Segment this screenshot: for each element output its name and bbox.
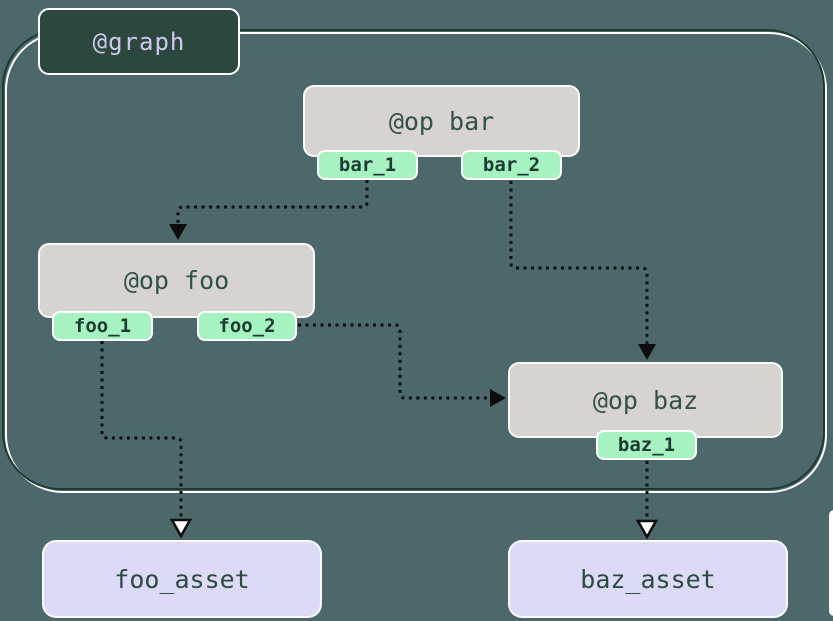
edge-foo1-to-foo-asset — [100, 341, 183, 520]
output-tag-foo-2[interactable]: foo_2 — [197, 311, 297, 341]
op-node-foo[interactable]: @op foo — [38, 243, 315, 318]
edge-foo2-to-baz — [298, 323, 490, 400]
output-tag-foo-1-label: foo_1 — [73, 315, 132, 337]
op-node-baz-title: @op baz — [592, 385, 699, 415]
op-node-baz[interactable]: @op baz — [508, 362, 783, 438]
graph-label-text: @graph — [92, 27, 186, 56]
output-tag-bar-2-label: bar_2 — [482, 154, 541, 176]
asset-node-foo-asset[interactable]: foo_asset — [42, 540, 322, 618]
arrowhead-foo1-to-foo-asset — [169, 518, 193, 539]
asset-node-foo-asset-label: foo_asset — [114, 564, 250, 594]
output-tag-foo-1[interactable]: foo_1 — [52, 311, 153, 341]
output-tag-bar-2[interactable]: bar_2 — [461, 150, 562, 180]
graph-boundary-highlight — [5, 32, 827, 493]
output-tag-bar-1[interactable]: bar_1 — [317, 150, 418, 180]
output-tag-baz-1-label: baz_1 — [617, 434, 676, 456]
op-node-bar-title: @op bar — [388, 106, 495, 136]
edge-bar2-to-baz — [509, 181, 649, 344]
graph-boundary — [2, 29, 825, 490]
arrowhead-baz1-to-baz-asset — [635, 519, 659, 540]
op-node-bar[interactable]: @op bar — [303, 85, 580, 157]
arrowhead-bar2-to-baz — [638, 344, 656, 360]
edge-bar1-to-foo — [176, 180, 369, 225]
graph-label[interactable]: @graph — [38, 8, 240, 75]
arrowhead-foo2-to-baz — [490, 389, 506, 407]
output-tag-baz-1[interactable]: baz_1 — [596, 430, 697, 460]
arrowhead-bar1-to-foo — [169, 224, 187, 240]
asset-node-baz-asset-label: baz_asset — [580, 564, 716, 594]
output-tag-foo-2-label: foo_2 — [218, 315, 276, 337]
output-tag-bar-1-label: bar_1 — [338, 154, 397, 176]
asset-node-baz-asset[interactable]: baz_asset — [508, 540, 788, 618]
clipped-node-sliver — [829, 510, 833, 616]
op-node-foo-title: @op foo — [123, 266, 230, 295]
